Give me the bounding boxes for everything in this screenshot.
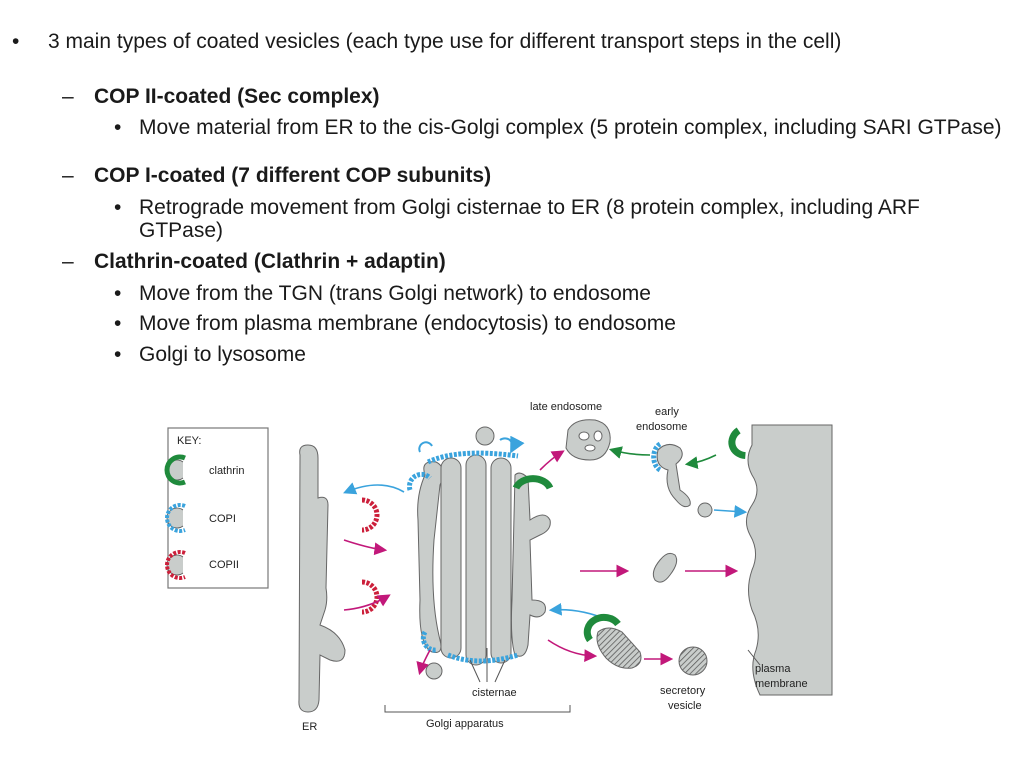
clathrin-item: Golgi to lysosome: [139, 343, 306, 366]
clathrin-heading: Clathrin-coated (Clathrin + adaptin): [94, 250, 446, 273]
cop2-item: Move material from ER to the cis-Golgi c…: [139, 116, 1002, 139]
er-organelle: ER: [298, 444, 380, 733]
golgi-label: Golgi apparatus: [426, 718, 504, 730]
late-endosome-label: late endosome: [530, 401, 602, 413]
sub-bullet-dot: •: [114, 116, 122, 139]
sub-bullet-dot: •: [114, 343, 122, 366]
early-endosome-label-1: early: [655, 406, 679, 418]
early-endosome-label-2: endosome: [636, 421, 687, 433]
dash-marker: –: [62, 85, 74, 108]
bullet-dot: •: [12, 30, 20, 53]
transport-arrows: [343, 446, 748, 676]
dash-marker: –: [62, 250, 74, 273]
clathrin-item: Move from plasma membrane (endocytosis) …: [139, 312, 676, 335]
golgi-stack: cisternae Golgi apparatus: [384, 426, 571, 730]
cisternae-label: cisternae: [472, 687, 517, 699]
copi-swatch: [165, 503, 186, 533]
key-copi: COPI: [209, 513, 236, 525]
cop2-heading: COP II-coated (Sec complex): [94, 85, 380, 108]
copii-swatch: [165, 550, 186, 580]
clathrin-swatch: [164, 454, 186, 486]
plasma-membrane: plasma membrane: [728, 424, 833, 696]
clathrin-item: Move from the TGN (trans Golgi network) …: [139, 282, 651, 305]
key-title: KEY:: [177, 435, 201, 447]
plasma-label-1: plasma: [755, 663, 791, 675]
vesicle-transport-diagram: KEY: clathrin COPI COPII ER cistern: [160, 395, 840, 740]
cop1-heading: COP I-coated (7 different COP subunits): [94, 164, 492, 187]
sub-bullet-dot: •: [114, 312, 122, 335]
sub-bullet-dot: •: [114, 196, 122, 219]
plasma-label-2: membrane: [755, 678, 808, 690]
endosomes: late endosome early endosome secretory v…: [530, 401, 713, 712]
key-copii: COPII: [209, 559, 239, 571]
dash-marker: –: [62, 164, 74, 187]
main-bullet: 3 main types of coated vesicles (each ty…: [48, 30, 842, 53]
secretory-label-1: secretory: [660, 685, 706, 697]
key-legend: KEY: clathrin COPI COPII: [164, 427, 269, 589]
secretory-label-2: vesicle: [668, 700, 702, 712]
er-label: ER: [302, 721, 317, 733]
sub-bullet-dot: •: [114, 282, 122, 305]
key-clathrin: clathrin: [209, 465, 244, 477]
cop1-item: Retrograde movement from Golgi cisternae…: [139, 196, 920, 242]
